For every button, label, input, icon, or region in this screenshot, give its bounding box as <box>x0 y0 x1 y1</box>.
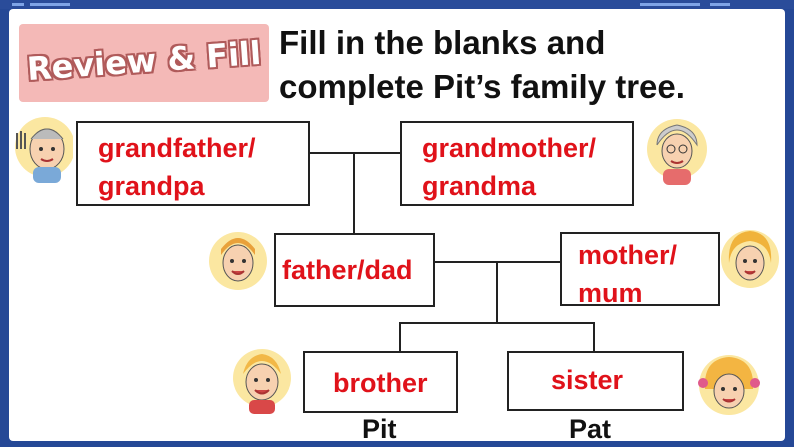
grandfather-label-1: grandfather/ <box>98 133 256 163</box>
father-avatar <box>209 232 267 290</box>
connector-grandparents-down <box>353 152 355 234</box>
name-pit: Pit <box>362 414 397 441</box>
grandmother-box: grandmother/ grandma <box>400 121 634 206</box>
instruction-line-1: Fill in the blanks and <box>279 24 606 61</box>
mother-label-1: mother/ <box>578 240 678 270</box>
connector-child-left <box>399 322 401 352</box>
slide-canvas: Review & Fill Fill in the blanks and com… <box>9 9 785 441</box>
connector-grandparents <box>309 152 401 154</box>
badge-label: Review & Fill <box>25 33 263 89</box>
connector-children <box>399 322 595 324</box>
grandmother-label-2: grandma <box>422 171 537 201</box>
mother-label-2: mum <box>578 278 643 308</box>
grandfather-box: grandfather/ grandpa <box>76 121 310 206</box>
grandmother-label-1: grandmother/ <box>422 133 597 163</box>
brother-label: brother <box>333 368 428 398</box>
sister-label: sister <box>551 365 624 395</box>
instruction-line-2: complete Pit’s family tree. <box>279 68 685 105</box>
grandfather-avatar <box>15 117 73 183</box>
brother-box: brother <box>303 351 458 413</box>
father-box: father/dad <box>274 233 435 307</box>
review-fill-badge: Review & Fill <box>19 24 269 102</box>
name-pat: Pat <box>569 414 612 441</box>
connector-child-right <box>593 322 595 352</box>
sister-avatar <box>698 355 760 415</box>
father-label: father/dad <box>282 255 413 285</box>
frame-top-bar <box>0 0 794 9</box>
brother-avatar <box>233 349 291 414</box>
grandfather-label-2: grandpa <box>98 171 205 201</box>
grandmother-avatar <box>647 119 707 185</box>
connector-parents-down <box>496 261 498 323</box>
sister-box: sister <box>507 351 684 411</box>
connector-parents <box>434 261 562 263</box>
instruction-text: Fill in the blanks and complete Pit’s fa… <box>279 21 759 109</box>
mother-avatar <box>721 230 779 288</box>
mother-box: mother/ mum <box>560 232 720 308</box>
